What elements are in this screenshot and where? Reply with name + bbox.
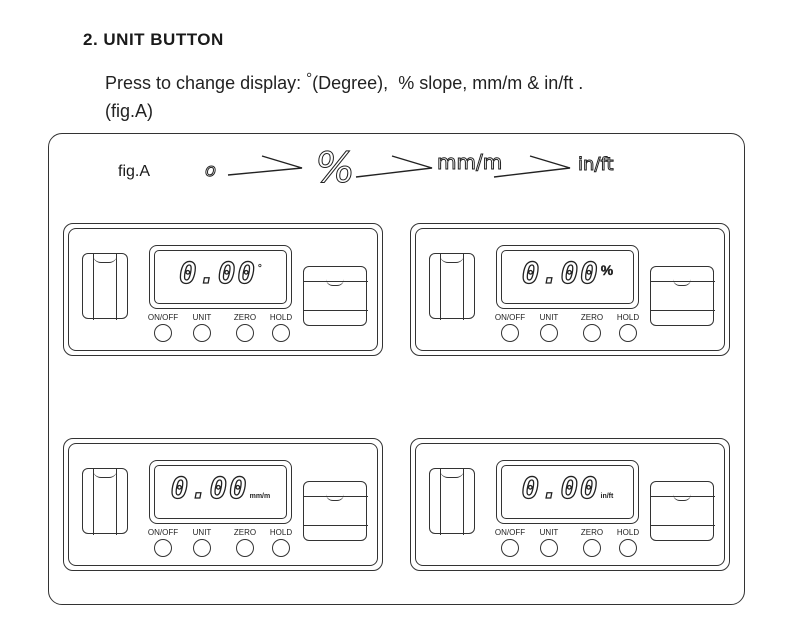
unit-list-text: % slope, mm/m & in/ft . (398, 73, 584, 93)
device-inner-frame (68, 443, 378, 566)
device-outer-frame (63, 223, 383, 356)
degree-text: (Degree), (312, 73, 389, 93)
hold-button[interactable] (619, 539, 637, 557)
device-mm-per-m: 0.00mm/m ON/OFF UNIT ZERO HOLD (63, 438, 383, 571)
lcd-display: 0.00% (496, 245, 639, 309)
lcd-screen (154, 465, 287, 519)
horizontal-vial-icon (302, 266, 368, 326)
unit-button[interactable] (540, 324, 558, 342)
onoff-label: ON/OFF (494, 313, 526, 322)
hold-label: HOLD (616, 313, 640, 322)
hold-button[interactable] (619, 324, 637, 342)
horizontal-vial-icon (649, 266, 715, 326)
horizontal-vial-icon (649, 481, 715, 541)
zero-label: ZERO (580, 528, 604, 537)
sequence-mm-per-m: mm/m (436, 150, 503, 175)
device-in-per-ft: 0.00in/ft ON/OFF UNIT ZERO HOLD (410, 438, 730, 571)
device-outer-frame (410, 223, 730, 356)
lcd-display: 0.00in/ft (496, 460, 639, 524)
unit-label: UNIT (539, 528, 559, 537)
zero-label: ZERO (580, 313, 604, 322)
lcd-unit: mm/m (249, 493, 271, 500)
instruction-text: Press to change display: °(Degree), % sl… (105, 70, 583, 124)
onoff-label: ON/OFF (147, 528, 179, 537)
vertical-vial-icon (429, 467, 475, 535)
device-degree: 0.00° ON/OFF UNIT ZERO HOLD (63, 223, 383, 356)
section-heading: 2. UNIT BUTTON (83, 30, 224, 49)
figure-label: fig.A (118, 163, 151, 180)
unit-label: UNIT (539, 313, 559, 322)
hold-button[interactable] (272, 324, 290, 342)
lcd-display: 0.00° (149, 245, 292, 309)
device-inner-frame (68, 228, 378, 351)
device-outer-frame (63, 438, 383, 571)
lcd-screen (501, 465, 634, 519)
sequence-degree: o (204, 160, 217, 182)
sequence-percent: % (315, 143, 356, 193)
hold-button[interactable] (272, 539, 290, 557)
lcd-reading: 0.00 (521, 470, 600, 505)
lcd-reading: 0.00 (170, 470, 249, 505)
hold-label: HOLD (269, 528, 293, 537)
hold-label: HOLD (616, 528, 640, 537)
lcd-unit: ° (257, 263, 262, 274)
device-percent: 0.00% ON/OFF UNIT ZERO HOLD (410, 223, 730, 356)
unit-label: UNIT (192, 313, 212, 322)
lcd-reading: 0.00 (521, 255, 600, 290)
lcd-display: 0.00mm/m (149, 460, 292, 524)
unit-label: UNIT (192, 528, 212, 537)
lcd-screen (501, 250, 634, 304)
horizontal-vial-icon (302, 481, 368, 541)
zero-button[interactable] (583, 324, 601, 342)
unit-button[interactable] (193, 539, 211, 557)
vertical-vial-icon (82, 467, 128, 535)
device-outer-frame (410, 438, 730, 571)
zero-label: ZERO (233, 528, 257, 537)
vertical-vial-icon (82, 252, 128, 320)
unit-button[interactable] (540, 539, 558, 557)
onoff-label: ON/OFF (494, 528, 526, 537)
onoff-button[interactable] (154, 324, 172, 342)
degree-symbol: ° (306, 70, 313, 87)
lcd-reading: 0.00 (178, 255, 257, 290)
lcd-unit: in/ft (600, 493, 614, 500)
onoff-button[interactable] (154, 539, 172, 557)
instruction-prefix: Press to change display: (105, 73, 302, 93)
vertical-vial-icon (429, 252, 475, 320)
lcd-unit: % (600, 262, 614, 278)
figure-reference: (fig.A) (105, 101, 154, 121)
device-inner-frame (415, 443, 725, 566)
lcd-screen (154, 250, 287, 304)
zero-button[interactable] (236, 324, 254, 342)
onoff-button[interactable] (501, 539, 519, 557)
figure-frame (48, 133, 745, 605)
onoff-button[interactable] (501, 324, 519, 342)
unit-button[interactable] (193, 324, 211, 342)
onoff-label: ON/OFF (147, 313, 179, 322)
sequence-in-per-ft: in/ft (578, 154, 615, 176)
device-inner-frame (415, 228, 725, 351)
zero-button[interactable] (583, 539, 601, 557)
zero-label: ZERO (233, 313, 257, 322)
zero-button[interactable] (236, 539, 254, 557)
hold-label: HOLD (269, 313, 293, 322)
